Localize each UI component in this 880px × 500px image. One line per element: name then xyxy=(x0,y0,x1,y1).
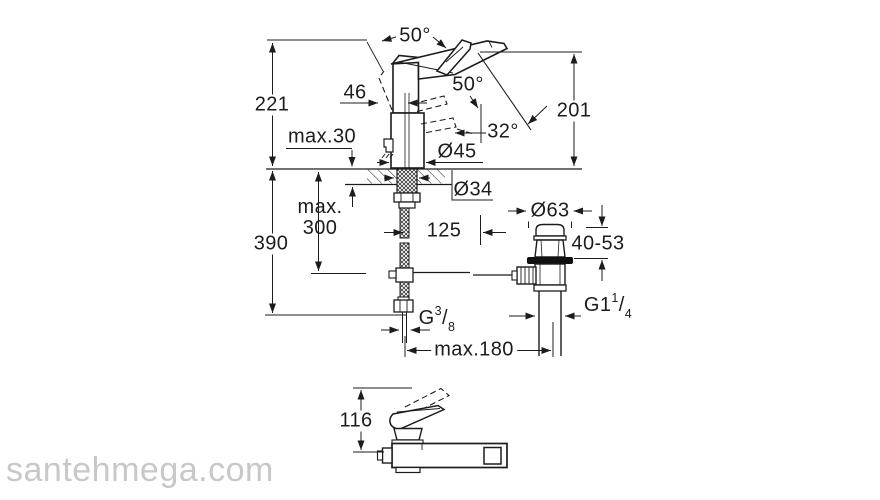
dim-supply-thread: G3/8 xyxy=(418,304,456,334)
dim-total-height: 221 xyxy=(251,94,293,116)
dim-spout-height: 201 xyxy=(553,100,595,122)
faucet-front-view xyxy=(366,39,532,169)
watermark: santehmega.com xyxy=(6,451,274,489)
countertop-section xyxy=(266,168,582,186)
dim-hose-length-max: max. 300 xyxy=(297,196,343,239)
dim-spout-angle: 32° xyxy=(487,120,519,143)
drain-assembly xyxy=(511,223,573,356)
faucet-underdeck xyxy=(388,168,513,343)
dim-clamping-range: 40-53 xyxy=(568,233,628,255)
dim-body-diameter: Ø45 xyxy=(437,140,477,163)
dim-projection-max: max.180 xyxy=(431,339,517,361)
dim-waste-thread: G11/4 xyxy=(580,292,636,320)
dim-side-view-height: 116 xyxy=(336,410,376,432)
dim-handle-offset: 46 xyxy=(343,81,367,104)
dim-depth-below-deck: 390 xyxy=(250,233,292,255)
dim-shank-diameter: Ø34 xyxy=(453,178,493,201)
dim-deck-thickness-max: max.30 xyxy=(288,125,356,148)
faucet-side-view xyxy=(376,387,508,474)
dim-waste-diameter: Ø63 xyxy=(527,200,573,222)
dim-center-distance: 125 xyxy=(426,219,462,242)
dim-handle-angle-swing: 50° xyxy=(452,73,484,96)
dim-handle-angle-open: 50° xyxy=(399,24,431,47)
